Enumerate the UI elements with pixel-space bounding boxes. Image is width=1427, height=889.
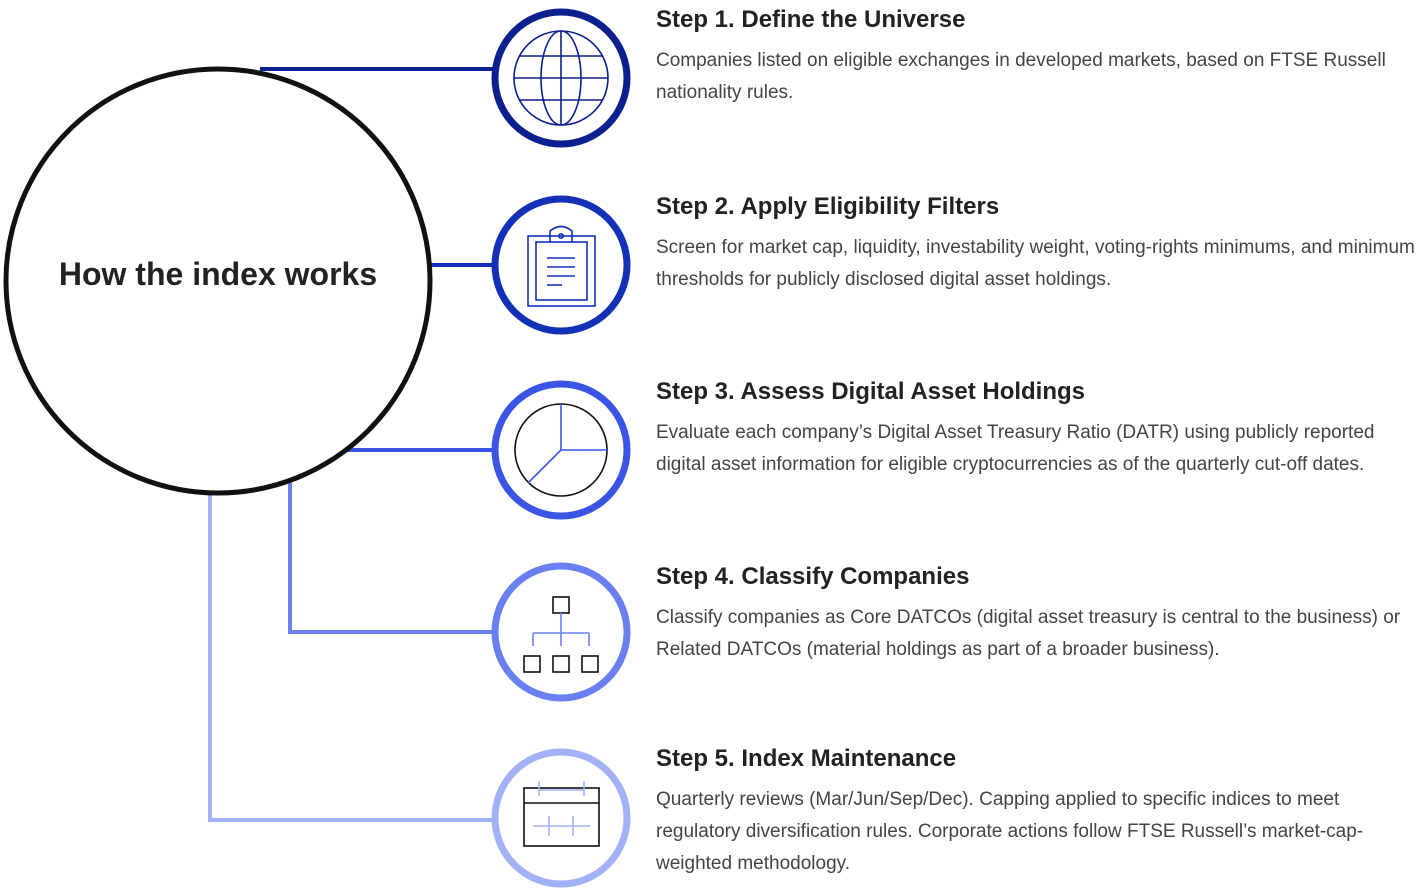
step-3-title: Step 3. Assess Digital Asset Holdings [656, 378, 1086, 405]
globe-icon [513, 30, 609, 126]
step-3-node [491, 380, 631, 520]
step-4-description: Classify companies as Core DATCOs (digit… [656, 606, 1401, 660]
step-5-node [491, 748, 631, 888]
step-2-description: Screen for market cap, liquidity, invest… [656, 236, 1415, 290]
step-1-node [491, 8, 631, 148]
hub-circle [3, 66, 433, 496]
step-1-description: Companies listed on eligible exchanges i… [656, 49, 1386, 103]
step-3: Step 3. Assess Digital Asset Holdings Ev… [656, 378, 1416, 481]
step-2-node [491, 195, 631, 335]
hierarchy-icon [523, 596, 599, 673]
step-1: Step 1. Define the Universe Companies li… [656, 6, 1416, 109]
hub-label: How the index works [58, 256, 378, 292]
calendar-icon [523, 781, 600, 847]
step-3-description: Evaluate each company’s Digital Asset Tr… [656, 421, 1375, 475]
pie-chart-icon [514, 403, 608, 497]
step-4: Step 4. Classify Companies Classify comp… [656, 563, 1416, 666]
step-5-title: Step 5. Index Maintenance [656, 745, 957, 772]
step-5-description: Quarterly reviews (Mar/Jun/Sep/Dec). Cap… [656, 788, 1364, 874]
step-4-title: Step 4. Classify Companies [656, 563, 970, 590]
step-5: Step 5. Index Maintenance Quarterly revi… [656, 745, 1416, 880]
clipboard-icon [527, 225, 596, 307]
connector-step-4 [288, 470, 495, 634]
step-2-title: Step 2. Apply Eligibility Filters [656, 193, 1000, 220]
connector-step-5 [208, 482, 495, 822]
step-4-node [491, 562, 631, 702]
step-1-title: Step 1. Define the Universe [656, 6, 966, 33]
step-2: Step 2. Apply Eligibility Filters Screen… [656, 193, 1416, 296]
